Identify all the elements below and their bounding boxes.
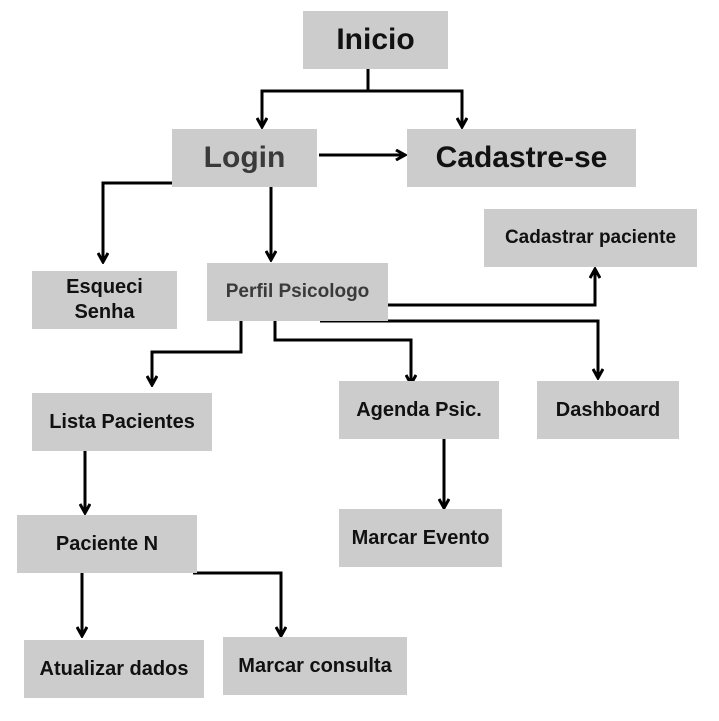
node-marcar-evento: Marcar Evento: [339, 509, 502, 567]
node-esqueci-senha: Esqueci Senha: [32, 271, 177, 329]
node-paciente-n: Paciente N: [17, 515, 197, 573]
edge-inicio-cadastre-se-arrow: [368, 89, 462, 127]
edge-paciente-marcar-consulta-arrow: [193, 571, 281, 636]
edge-inicio-login-arrow: [262, 69, 370, 127]
node-login: Login: [172, 129, 317, 187]
edge-login-esqueci-senha-arrow: [103, 181, 172, 262]
node-dashboard: Dashboard: [537, 381, 679, 439]
node-agenda-psic: Agenda Psic.: [339, 381, 499, 439]
node-inicio: Inicio: [303, 11, 448, 69]
edge-perfil-cadastrar-paciente-arrow: [388, 269, 595, 307]
node-cadastrar-paciente: Cadastrar paciente: [484, 209, 697, 267]
node-cadastre-se: Cadastre-se: [407, 129, 636, 187]
node-marcar-consulta: Marcar consulta: [223, 637, 407, 695]
edge-perfil-agenda-psic-arrow: [273, 321, 411, 384]
node-lista-pacientes: Lista Pacientes: [32, 393, 212, 451]
node-atualizar-dados: Atualizar dados: [24, 640, 204, 698]
edge-perfil-dashboard-arrow: [320, 319, 598, 378]
edge-perfil-lista-pacientes-arrow: [152, 321, 243, 385]
node-perfil-psicologo: Perfil Psicologo: [207, 263, 388, 321]
